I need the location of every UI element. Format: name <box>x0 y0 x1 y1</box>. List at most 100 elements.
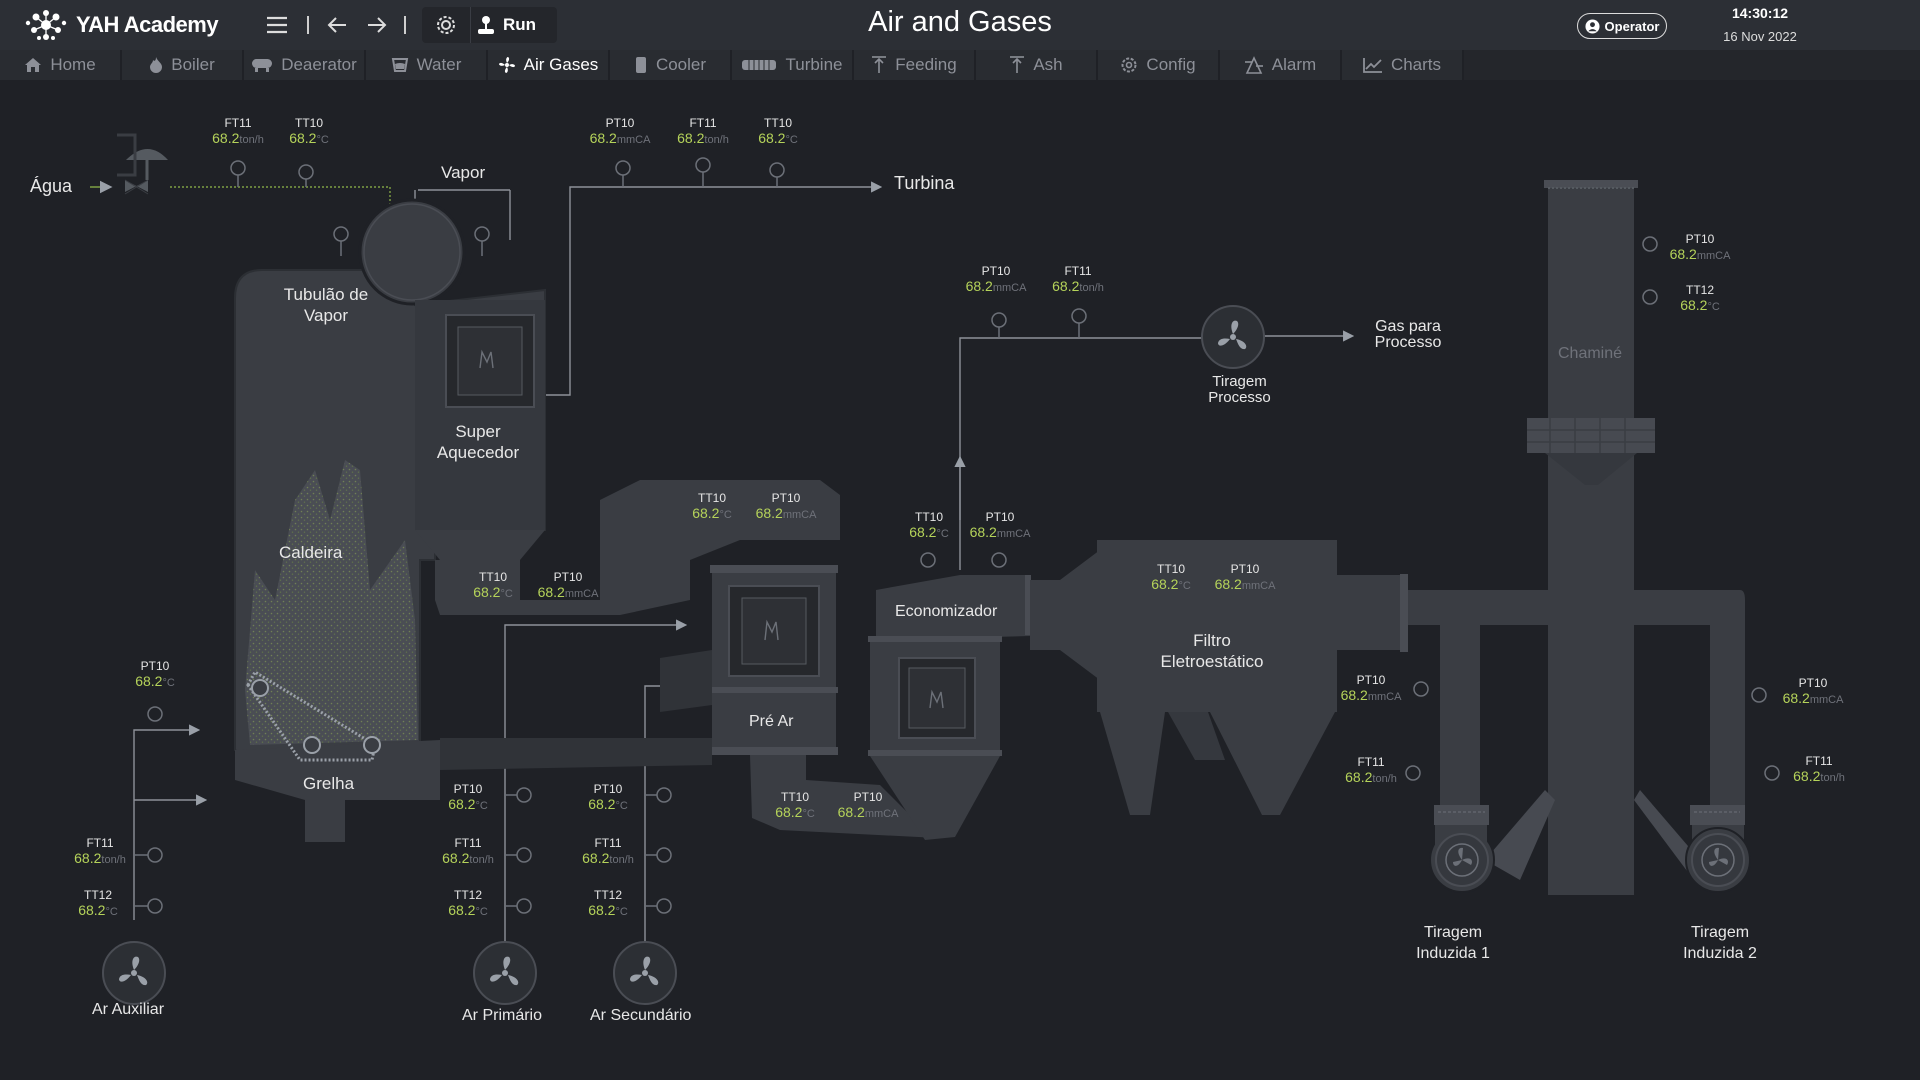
tab-water[interactable]: Water <box>366 50 488 80</box>
instrument-symbols <box>134 157 1780 914</box>
instrument-value: 68.2 <box>837 804 865 820</box>
instrument-unit: mmCA <box>1367 691 1402 703</box>
water-line <box>170 186 391 205</box>
instrument-tag: TT10 <box>914 510 943 524</box>
instrument-unit: °C <box>615 906 628 918</box>
settings-button[interactable] <box>422 7 471 43</box>
tiragem-induzida-2-fan <box>1634 790 1751 893</box>
super-aquecedor <box>415 300 545 560</box>
menu-button[interactable] <box>262 10 292 40</box>
tab-label: Deaerator <box>281 55 357 74</box>
tab-charts[interactable]: Charts <box>1342 50 1464 80</box>
instrument-value: 68.2 <box>588 796 616 812</box>
run-button[interactable]: Run <box>477 7 536 43</box>
instrument-unit: mmCA <box>864 808 899 820</box>
label-tiragem-induzida-2: Tiragem Induzida 2 <box>1683 924 1757 962</box>
instrument-unit: ton/h <box>1820 772 1845 784</box>
operator-badge[interactable]: Operator <box>1577 13 1667 39</box>
instrument-value: 68.2 <box>582 850 610 866</box>
feeding-icon <box>872 56 887 73</box>
tab-label: Cooler <box>655 55 707 74</box>
tab-turbine[interactable]: Turbine <box>732 50 854 80</box>
instrument-unit: ton/h <box>1079 282 1104 294</box>
instrument-value: 68.2 <box>692 505 720 521</box>
tab-home[interactable]: Home <box>0 50 122 80</box>
instrument-unit: °C <box>105 906 118 918</box>
fan-tiragem-processo <box>1201 305 1265 369</box>
label-ar-auxiliar: Ar Auxiliar <box>92 1001 165 1018</box>
instrument-unit: mmCA <box>1696 250 1731 262</box>
tab-label: Feeding <box>895 55 957 74</box>
instrument-value: 68.2 <box>537 584 565 600</box>
tab-deaerator[interactable]: Deaerator <box>244 50 366 80</box>
turbine-icon <box>742 60 777 70</box>
instrument-unit: mmCA <box>782 509 817 521</box>
instrument-value: 68.2 <box>448 796 476 812</box>
label-tiragem-processo: Tiragem Processo <box>1208 373 1271 406</box>
tab-config[interactable]: Config <box>1098 50 1220 80</box>
tank-icon <box>252 59 273 72</box>
tab-cooler[interactable]: Cooler <box>610 50 732 80</box>
tubulao-drum <box>358 198 466 306</box>
label-chamine: Chaminé <box>1557 345 1623 362</box>
tab-air-gases[interactable]: Air Gases <box>488 50 610 80</box>
tab-label: Alarm <box>1271 55 1317 74</box>
fan-icon <box>498 57 515 73</box>
tab-feeding[interactable]: Feeding <box>854 50 976 80</box>
instrument-tag: PT10 <box>1685 232 1715 246</box>
label-super-aquecedor: Super Aquecedor <box>436 422 520 462</box>
instrument-value: 68.2 <box>78 902 106 918</box>
user-icon <box>1585 18 1600 34</box>
tab-label: Home <box>50 55 96 74</box>
tab-ash[interactable]: Ash <box>976 50 1098 80</box>
clock: 14:30:12 16 Nov 2022 <box>1700 5 1820 44</box>
instrument-tag: FT11 <box>224 116 252 130</box>
tab-boiler[interactable]: Boiler <box>122 50 244 80</box>
instrument-tag: TT10 <box>763 116 792 130</box>
forward-button[interactable] <box>362 10 392 40</box>
label-grelha: Grelha <box>303 774 355 793</box>
label-ar-primario: Ar Primário <box>462 1007 543 1024</box>
instrument-tag: PT10 <box>140 659 170 673</box>
tab-alarm[interactable]: Alarm <box>1220 50 1342 80</box>
instrument-value: 68.2 <box>758 130 786 146</box>
instrument-unit: mmCA <box>1241 580 1276 592</box>
instrument-tag: TT12 <box>593 888 622 902</box>
instrument-value: 68.2 <box>909 524 937 540</box>
instrument-value: 68.2 <box>755 505 783 521</box>
back-button[interactable] <box>322 10 352 40</box>
app-logo[interactable]: YAH Academy <box>24 8 219 42</box>
